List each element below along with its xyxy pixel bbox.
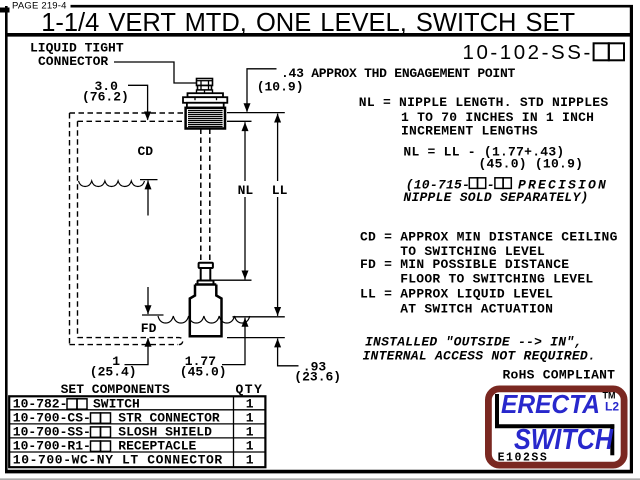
svg-text:(10.9): (10.9) (257, 80, 304, 95)
svg-text:10-700-WC-NY LT CONNECTOR: 10-700-WC-NY LT CONNECTOR (13, 453, 223, 468)
svg-text:10-700-SS-: 10-700-SS- (13, 424, 91, 439)
svg-text:FD: FD (141, 321, 157, 336)
svg-text:-: - (487, 177, 495, 192)
svg-text:SLOSH SHIELD: SLOSH SHIELD (118, 424, 212, 439)
svg-text:1: 1 (112, 354, 120, 369)
svg-text:TM: TM (603, 390, 616, 400)
svg-text:.93: .93 (303, 359, 327, 374)
svg-text:(10-715-: (10-715- (406, 177, 470, 192)
svg-text:INTERNAL ACCESS NOT REQUIRED.: INTERNAL ACCESS NOT REQUIRED. (363, 348, 597, 363)
svg-text:FLOOR TO SWITCHING LEVEL: FLOOR TO SWITCHING LEVEL (400, 272, 593, 287)
svg-text:ERECTA: ERECTA (501, 391, 600, 419)
svg-text:E102SS: E102SS (498, 452, 549, 465)
svg-text:INSTALLED "OUTSIDE --> IN",: INSTALLED "OUTSIDE --> IN", (365, 334, 582, 349)
svg-text:10-700-CS-: 10-700-CS- (13, 410, 91, 425)
svg-text:(23.6): (23.6) (294, 370, 341, 385)
svg-text:1.77: 1.77 (185, 354, 216, 369)
svg-text:FD = MIN POSSIBLE DISTANCE: FD = MIN POSSIBLE DISTANCE (360, 257, 569, 272)
svg-text:1: 1 (246, 438, 254, 453)
svg-text:CD = APPROX MIN DISTANCE CEILI: CD = APPROX MIN DISTANCE CEILING (360, 229, 618, 244)
svg-text:NL = NIPPLE LENGTH. STD NIPPLE: NL = NIPPLE LENGTH. STD NIPPLES (359, 95, 609, 110)
svg-text:SWITCH: SWITCH (514, 424, 614, 456)
svg-text:CONNECTOR: CONNECTOR (38, 54, 108, 69)
svg-text:1: 1 (246, 453, 254, 468)
svg-text:RECEPTACLE: RECEPTACLE (118, 438, 196, 453)
svg-text:RoHS COMPLIANT: RoHS COMPLIANT (503, 367, 616, 382)
svg-text:1: 1 (246, 396, 254, 411)
svg-text:10-700-R1-: 10-700-R1- (13, 438, 91, 453)
svg-text:NL: NL (238, 183, 254, 198)
svg-text:L2: L2 (605, 400, 619, 414)
svg-text:1: 1 (246, 410, 254, 425)
svg-text:(45.0): (45.0) (180, 365, 227, 380)
svg-text:(25.4): (25.4) (90, 365, 137, 380)
svg-text:3.0: 3.0 (95, 79, 119, 94)
svg-text:1-1/4 VERT MTD, ONE LEVEL, SWI: 1-1/4 VERT MTD, ONE LEVEL, SWITCH SET (41, 9, 575, 37)
svg-text:PAGE 219-4: PAGE 219-4 (12, 1, 67, 12)
svg-text:SET COMPONENTS: SET COMPONENTS (61, 382, 170, 397)
svg-text:LIQUID TIGHT: LIQUID TIGHT (30, 41, 124, 56)
svg-text:LL = APPROX LIQUID LEVEL: LL = APPROX LIQUID LEVEL (360, 287, 553, 302)
svg-text:LL: LL (272, 183, 288, 198)
svg-text:(45.0) (10.9): (45.0) (10.9) (479, 156, 584, 171)
svg-text:TO SWITCHING LEVEL: TO SWITCHING LEVEL (400, 244, 545, 259)
svg-text:.43 APPROX THD ENGAGEMENT POIN: .43 APPROX THD ENGAGEMENT POINT (281, 66, 516, 81)
svg-text:NL = LL - (1.77+.43): NL = LL - (1.77+.43) (403, 145, 564, 160)
svg-text:NIPPLE SOLD SEPARATELY): NIPPLE SOLD SEPARATELY) (403, 190, 588, 205)
svg-text:1: 1 (246, 424, 254, 439)
svg-text:STR CONNECTOR: STR CONNECTOR (118, 410, 220, 425)
svg-text:QTY: QTY (236, 382, 264, 397)
svg-text:1 TO 70 INCHES IN 1 INCH: 1 TO 70 INCHES IN 1 INCH (401, 110, 594, 125)
svg-text:(76.2): (76.2) (82, 89, 129, 104)
svg-text:SWITCH: SWITCH (93, 396, 140, 411)
svg-text:PRECISION: PRECISION (518, 177, 608, 192)
svg-text:CD: CD (138, 144, 154, 159)
svg-text:10-102-SS-: 10-102-SS- (463, 41, 593, 64)
svg-text:INCREMENT LENGTHS: INCREMENT LENGTHS (401, 124, 538, 139)
svg-text:AT SWITCH ACTUATION: AT SWITCH ACTUATION (400, 302, 553, 317)
svg-text:10-782-: 10-782- (13, 396, 68, 411)
